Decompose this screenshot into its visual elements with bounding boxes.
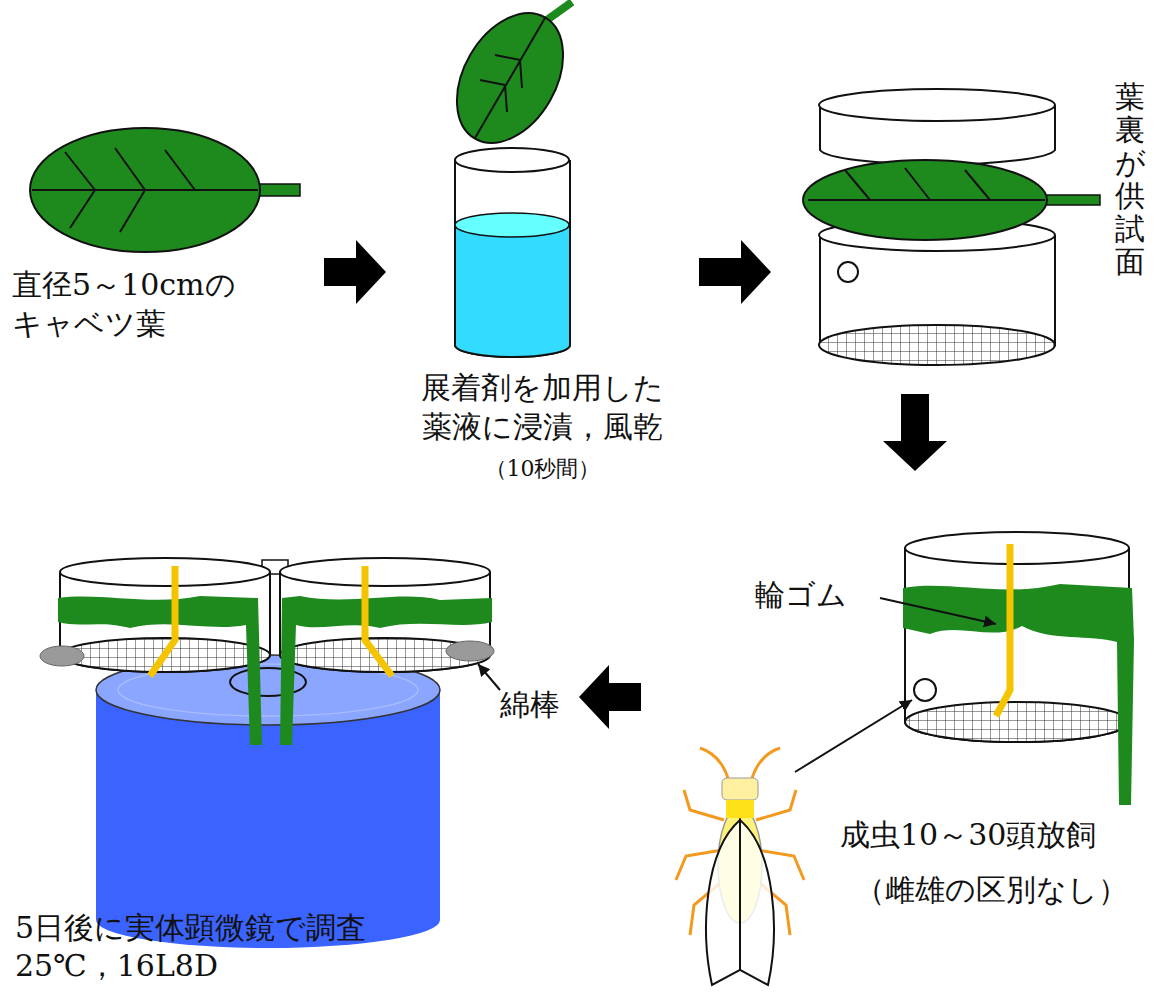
insect-part xyxy=(700,748,780,778)
cabbage-leaf-part xyxy=(32,148,258,232)
insect-part xyxy=(726,800,754,818)
test-cage xyxy=(803,89,1100,365)
cabbage-leaf-part xyxy=(30,128,260,252)
insect-part xyxy=(795,700,912,772)
step-caption: 綿棒 xyxy=(500,685,560,724)
dipping-leaf-part xyxy=(475,18,545,138)
beaker-part xyxy=(455,225,570,357)
water-container-part xyxy=(230,668,306,696)
flow-arrow xyxy=(324,258,356,286)
step-caption: 展着剤を加用した 薬液に浸漬，風乾 xyxy=(390,368,695,446)
paired-cages-part xyxy=(60,558,270,586)
paired-cages-part xyxy=(40,646,84,666)
step-caption: 輪ゴム xyxy=(755,575,847,614)
dipping-leaf-part xyxy=(435,0,585,162)
paired-cages-part xyxy=(150,566,392,676)
step-caption: （10秒間） xyxy=(390,455,695,484)
paired-cages-part xyxy=(280,558,490,586)
flow-arrow xyxy=(901,394,929,441)
cage-with-band-part xyxy=(880,598,996,624)
beaker-part xyxy=(455,148,569,172)
step-caption: （雌雄の区別なし） xyxy=(855,870,1128,909)
insect-part xyxy=(722,778,758,800)
beaker-part xyxy=(455,160,570,357)
paired-cages xyxy=(40,558,500,745)
cage-with-band-part xyxy=(996,544,1010,716)
test-cage-part xyxy=(803,160,1047,240)
paired-cages-part xyxy=(58,596,262,745)
cabbage-leaf xyxy=(30,128,300,252)
water-container xyxy=(96,655,440,948)
flow-arrow xyxy=(699,258,741,286)
cage-with-band-part xyxy=(914,679,936,701)
vertical-caption: 葉裏が供試面 xyxy=(1115,80,1145,278)
test-cage-part xyxy=(1040,195,1100,205)
beaker-part xyxy=(455,213,569,237)
cage-with-band-part xyxy=(905,702,1129,742)
insect-part xyxy=(706,820,740,985)
test-cage-part xyxy=(808,168,1045,200)
cage-with-band-part xyxy=(903,584,1134,805)
process-step: 輪ゴム成虫10～30頭放飼 （雌雄の区別なし） xyxy=(645,475,1155,985)
test-cage-part xyxy=(819,325,1055,365)
step-caption: 5日後に実体顕微鏡で調査 xyxy=(15,908,366,947)
step-caption: 直径5～10cmの キャベツ葉 xyxy=(12,265,312,343)
process-step: 直径5～10cmの キャベツ葉 xyxy=(10,110,320,380)
dipping-leaf xyxy=(435,0,585,162)
flow-arrow xyxy=(609,683,641,711)
test-cage-part xyxy=(838,262,858,282)
paired-cages-part xyxy=(478,664,500,690)
cage-with-band-part xyxy=(905,532,1129,564)
process-step: 綿棒 5日後に実体顕微鏡で調査25℃，16L8D xyxy=(10,530,575,990)
water-container-part xyxy=(96,690,440,948)
process-step: 葉裏が供試面 xyxy=(775,80,1155,390)
test-cage-part xyxy=(819,89,1055,121)
cage-with-band-part xyxy=(905,548,1129,742)
insect-part xyxy=(740,820,774,985)
step-caption: 25℃，16L8D xyxy=(15,946,218,985)
step-caption: 成虫10～30頭放飼 xyxy=(840,815,1096,854)
paired-cages-part xyxy=(446,641,494,661)
cage-with-band xyxy=(880,532,1134,805)
process-step: 展着剤を加用した 薬液に浸漬，風乾 （10秒間） xyxy=(390,5,695,495)
beaker xyxy=(455,148,570,357)
